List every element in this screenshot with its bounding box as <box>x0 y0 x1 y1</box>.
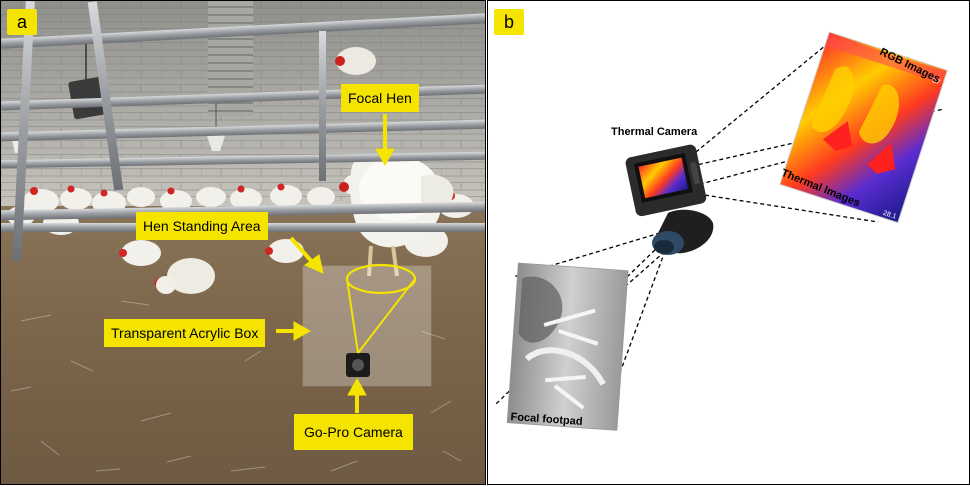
thermal-camera-label: Thermal Camera <box>611 126 698 138</box>
panel-b-letter: b <box>494 9 524 35</box>
panel-a-letter: a <box>7 9 37 35</box>
acrylic-box-label: Transparent Acrylic Box <box>104 319 266 347</box>
gopro-camera-label: Go-Pro Camera <box>294 414 413 450</box>
footpad-image-panel <box>506 262 629 431</box>
thermal-image-panel: 28.1 37 <box>779 31 948 224</box>
fov-line-right <box>357 278 416 354</box>
thermal-readout-top: 37 <box>931 78 941 87</box>
fov-line-left <box>346 278 359 354</box>
thermal-camera-device <box>625 144 714 255</box>
hanging-camera-device <box>68 76 108 120</box>
hen-standing-area-label: Hen Standing Area <box>136 212 268 240</box>
panel-a-barn-photo: a Focal Hen Hen Standing Area Transparen… <box>0 0 486 485</box>
focal-hen-label: Focal Hen <box>341 84 419 112</box>
thermal-setup-illustration: 28.1 37 <box>495 31 948 431</box>
thermal-readout-bottom: 28.1 <box>882 210 897 221</box>
panel-b-thermal-setup: 28.1 37 b Thermal Camera RGB Images The <box>487 0 970 485</box>
annotation-arrows <box>276 114 395 413</box>
barn-photo-illustration <box>1 1 485 484</box>
